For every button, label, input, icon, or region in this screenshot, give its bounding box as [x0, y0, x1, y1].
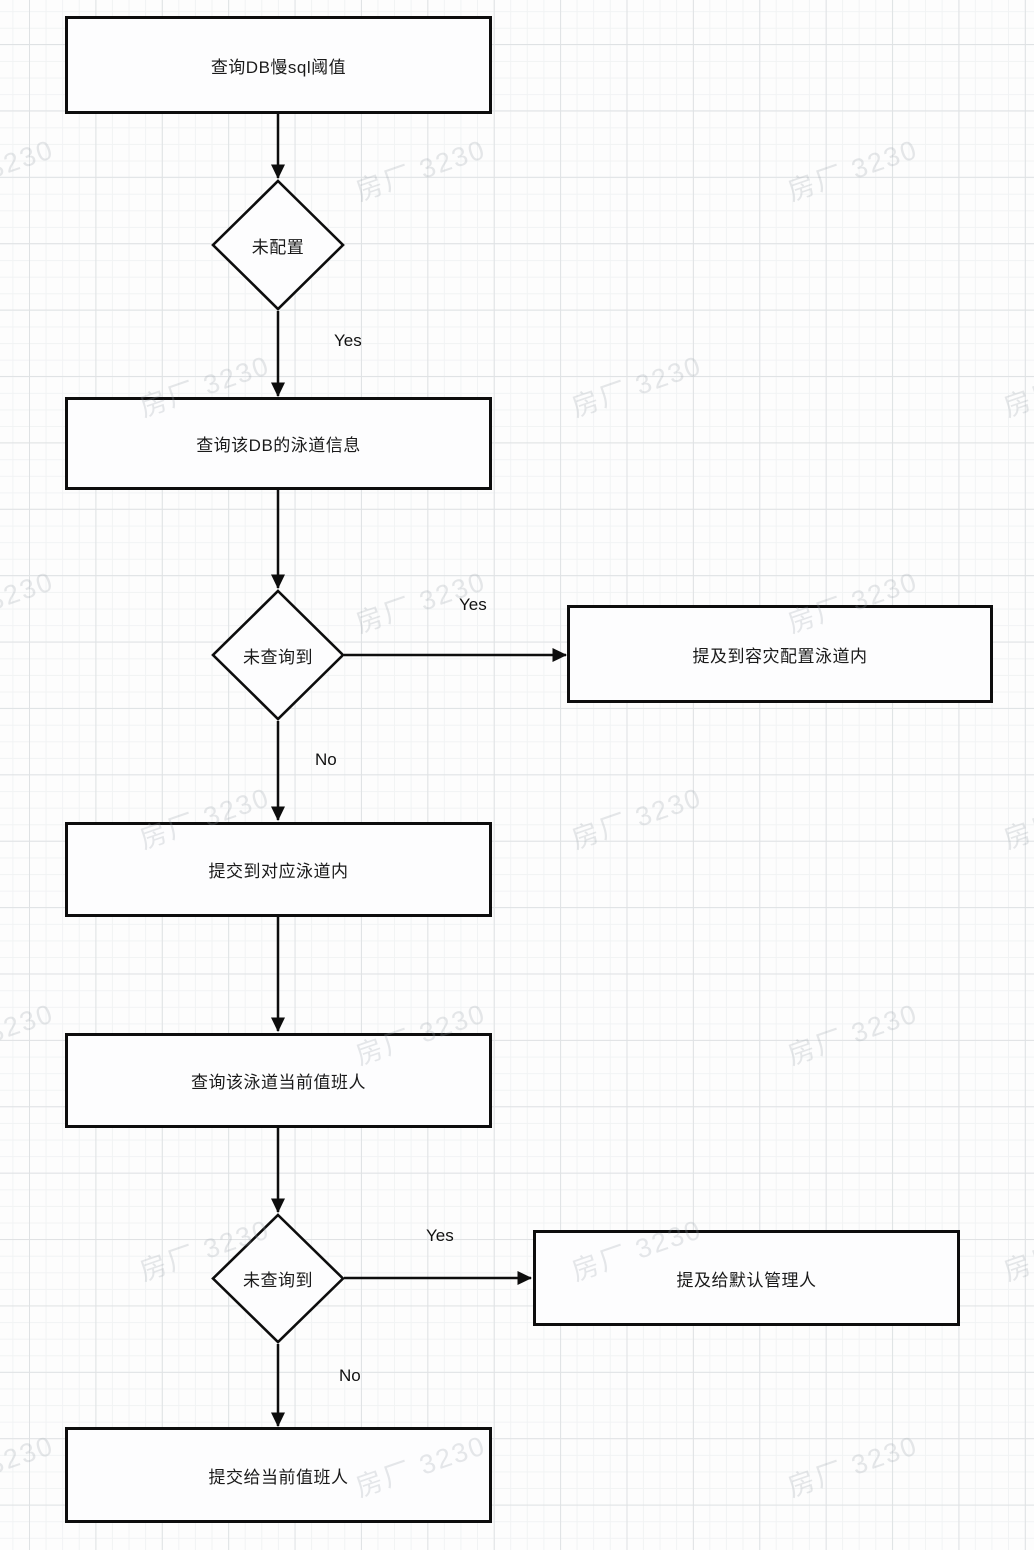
node-label: 未查询到 [243, 1271, 313, 1290]
node-mention-disaster-recovery-swimlane: 提及到容灾配置泳道内 [567, 605, 993, 703]
node-label: 提交给当前值班人 [208, 1467, 349, 1487]
node-label: 提交到对应泳道内 [208, 862, 349, 881]
diamond-shape [211, 179, 345, 311]
node-query-db-slow-sql-threshold: 查询DB慢sql阈值 [65, 16, 492, 114]
diamond-shape [211, 1213, 345, 1344]
node-not-found-1: 未查询到 [211, 589, 345, 721]
node-not-found-2: 未查询到 [211, 1213, 345, 1344]
node-label: 提及到容灾配置泳道内 [692, 646, 868, 666]
node-label: 查询该DB的泳道信息 [196, 436, 361, 455]
node-submit-to-current-on-duty: 提交给当前值班人 [65, 1427, 492, 1523]
edge-label-not-found-1-no: No [315, 750, 337, 769]
edge-label-not-found-2-yes: Yes [426, 1226, 454, 1245]
node-label: 查询该泳道当前值班人 [191, 1073, 366, 1092]
diamond-shape [211, 589, 345, 721]
node-not-configured: 未配置 [211, 179, 345, 311]
node-label: 未查询到 [243, 647, 313, 667]
node-submit-to-corresponding-swimlane: 提交到对应泳道内 [65, 822, 492, 917]
node-label: 查询DB慢sql阈值 [210, 57, 347, 77]
node-label: 未配置 [251, 237, 305, 257]
edge-label-not-configured-yes: Yes [334, 331, 362, 350]
node-label: 提及给默认管理人 [676, 1270, 817, 1290]
edge-label-not-found-2-no: No [339, 1366, 361, 1385]
node-mention-default-manager: 提及给默认管理人 [533, 1230, 960, 1326]
node-query-swimlane-on-duty-person: 查询该泳道当前值班人 [65, 1033, 492, 1128]
edge-label-not-found-1-yes: Yes [459, 595, 487, 614]
node-query-db-swimlane-info: 查询该DB的泳道信息 [65, 397, 492, 490]
